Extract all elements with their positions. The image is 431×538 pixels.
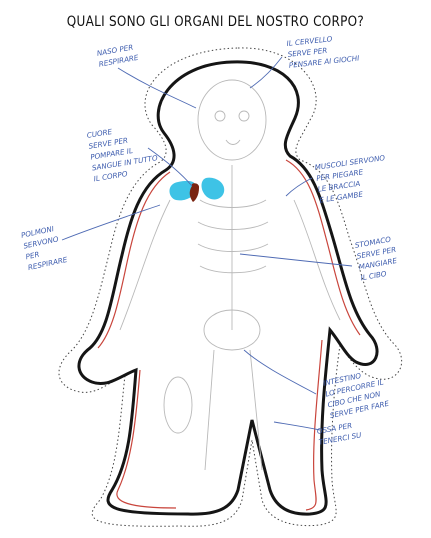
lung-right [202, 178, 225, 200]
label-heart: CUORE SERVE PER POMPARE IL SANGUE IN TUT… [86, 120, 160, 185]
lungs-and-heart [170, 178, 225, 202]
label-stomach: STOMACO SERVE PER MANGIARE IL CIBO [354, 233, 401, 283]
annotation-pointer-lines [62, 57, 352, 430]
pointer-bones [274, 422, 320, 430]
pointer-stomach [240, 254, 352, 266]
pointer-intestine [244, 350, 316, 394]
cutout-dotted-outline [59, 48, 402, 526]
pointer-lungs [62, 205, 160, 240]
pointer-muscles [286, 178, 312, 196]
